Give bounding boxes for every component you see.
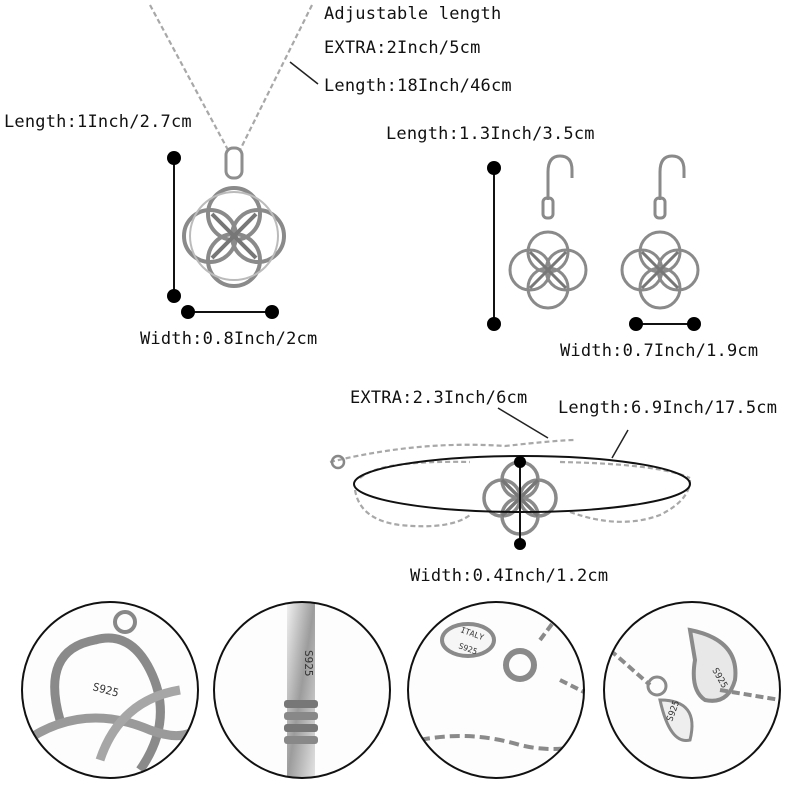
- bracelet-extra-pointer: [497, 407, 549, 439]
- closeup-bail-stamp: S925: [213, 601, 391, 779]
- closeup-clasp: ITALY S925: [407, 601, 585, 779]
- earring-length-label: Length:1.3Inch/3.5cm: [386, 124, 595, 144]
- bracelet-extra-label: EXTRA:2.3Inch/6cm: [350, 388, 528, 408]
- necklace-pendant: [182, 186, 286, 288]
- closeup-pendant-stamp: S925: [21, 601, 199, 779]
- closeup-stamp-text-2: S925: [302, 650, 315, 677]
- bracelet-length-pointer: [611, 429, 629, 459]
- bracelet-length-label: Length:6.9Inch/17.5cm: [558, 398, 778, 418]
- necklace-extra-label: EXTRA:2Inch/5cm: [324, 38, 481, 58]
- necklace-length-label: Length:18Inch/46cm: [324, 76, 512, 96]
- earrings: [508, 154, 700, 310]
- necklace-length-pointer: [289, 61, 319, 85]
- bracelet-dimension-lines: [514, 456, 526, 550]
- pendant-length-label: Length:1Inch/2.7cm: [4, 112, 192, 132]
- necklace-chain: [149, 4, 313, 151]
- pendant-bail: [224, 146, 244, 180]
- pendant-width-label: Width:0.8Inch/2cm: [140, 329, 318, 349]
- bracelet-length-ellipse: [353, 455, 691, 513]
- bracelet: [329, 438, 692, 536]
- bracelet-width-label: Width:0.4Inch/1.2cm: [410, 566, 609, 586]
- pendant-dimension-lines: [167, 151, 279, 319]
- necklace-adjustable-label: Adjustable length: [324, 4, 502, 24]
- closeup-lobster: S925 S925: [603, 601, 781, 779]
- earring-dimension-lines: [487, 161, 701, 331]
- earring-width-label: Width:0.7Inch/1.9cm: [560, 341, 759, 361]
